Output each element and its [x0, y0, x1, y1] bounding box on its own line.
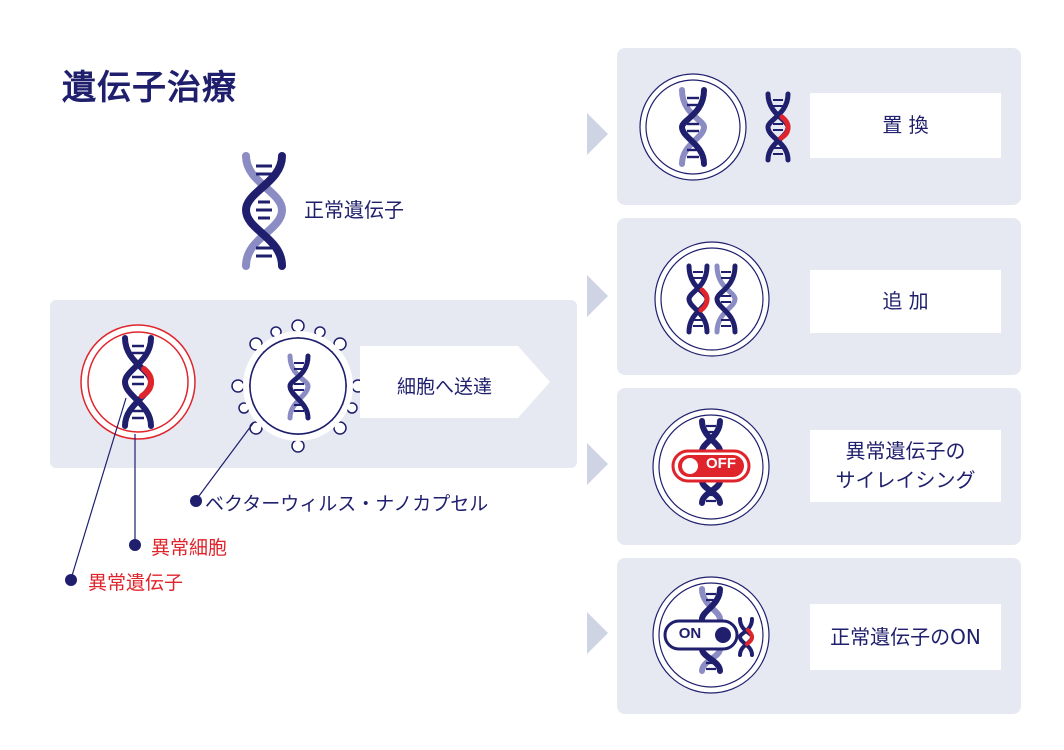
normal-gene-label: 正常遺伝子: [304, 198, 404, 222]
vector-virus-icon: [231, 319, 365, 453]
delivery-arrow: [360, 346, 550, 418]
abnormal-cell-callout-label: 異常細胞: [151, 537, 228, 559]
method-silencing-text-line2: サイレイシング: [835, 468, 976, 492]
replacement-dna-icon: [639, 73, 747, 181]
off-switch-label: OFF: [706, 455, 736, 472]
method-addition-text: 追 加: [882, 289, 929, 313]
method-activation-text: 正常遺伝子のON: [830, 624, 981, 649]
on-switch-label: ON: [678, 625, 702, 642]
silencing-icon: [652, 408, 770, 526]
method-label-silencing: 異常遺伝子の サイレイシング: [810, 430, 1001, 502]
method-label-addition: 追 加: [810, 270, 1001, 333]
method-label-activation: 正常遺伝子のON: [810, 604, 1001, 670]
page-title: 遺伝子治療: [62, 68, 237, 108]
addition-dna-icon: [654, 241, 770, 357]
replaced-dna-icon: [765, 91, 791, 163]
normal-dna-icon: [241, 152, 287, 270]
abnormal-cell-icon: [80, 324, 196, 440]
method-silencing-text-line1: 異常遺伝子の: [845, 439, 966, 463]
method-label-replacement: 置 換: [810, 93, 1001, 158]
delivery-label: 細胞へ送達: [397, 376, 493, 398]
activation-icon: [652, 576, 770, 694]
abnormal-gene-callout-label: 異常遺伝子: [88, 572, 184, 594]
method-replacement-text: 置 換: [882, 113, 929, 137]
vector-callout-label: ベクターウィルス・ナノカプセル: [205, 493, 489, 515]
